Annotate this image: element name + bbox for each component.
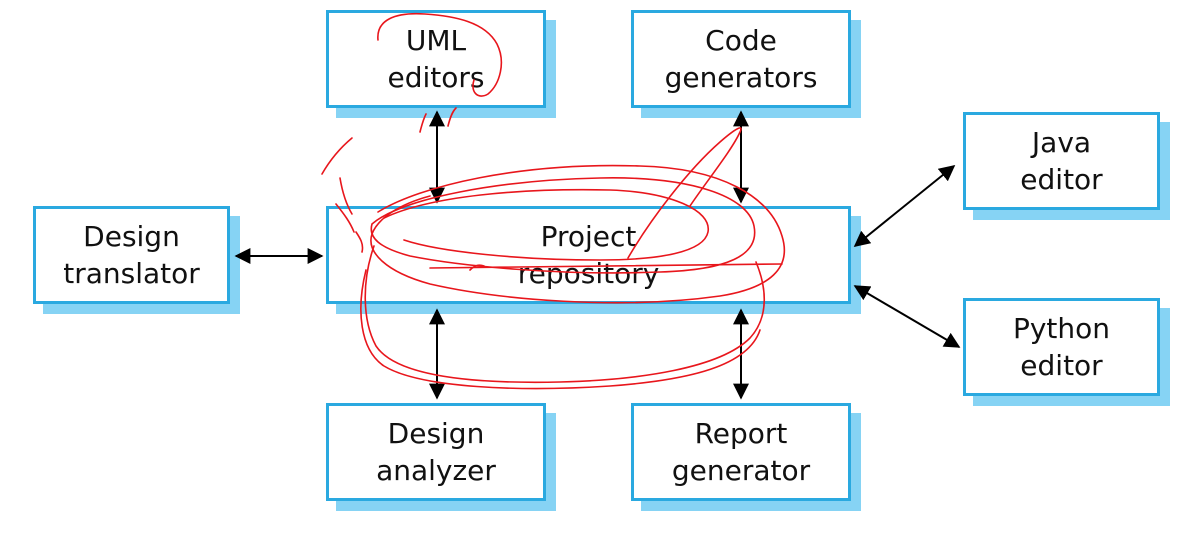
python-editor-label-line1: Python xyxy=(1012,312,1111,345)
design-analyzer-label-line2: analyzer xyxy=(376,454,496,487)
java-editor-label-line2: editor xyxy=(1020,163,1103,196)
annotation-scribble-uml-tick xyxy=(419,107,457,133)
project-repository-label-line1: Project xyxy=(540,220,637,253)
report-generator-box: Report generator xyxy=(631,403,851,501)
annotation-loop-lower xyxy=(364,245,766,384)
annotation-scribble-uml xyxy=(377,12,503,97)
annotation-underline xyxy=(429,263,783,269)
handwritten-annotation xyxy=(321,12,786,390)
uml-editors-label-line1: UML xyxy=(405,24,467,57)
python-editor-label-line2: editor xyxy=(1020,349,1103,382)
code-generators-label-line1: Code xyxy=(705,24,777,57)
annotation-stroke-code-generators xyxy=(627,127,742,259)
design-translator-label-line2: translator xyxy=(63,257,200,290)
java-editor-box: Java editor xyxy=(963,112,1160,210)
design-translator-box: Design translator xyxy=(33,206,230,304)
code-generators-label-line2: generators xyxy=(664,61,818,94)
annotation-scribble-left xyxy=(321,137,353,215)
edge-java-editor-repository xyxy=(853,164,956,248)
design-analyzer-label-line1: Design xyxy=(387,417,485,450)
java-editor-label-line1: Java xyxy=(1031,126,1092,159)
annotation-loop-middle xyxy=(370,177,756,274)
report-generator-label-line1: Report xyxy=(694,417,788,450)
annotation-small-hooks xyxy=(335,203,485,271)
edge-python-editor-repository xyxy=(853,285,961,348)
design-analyzer-box: Design analyzer xyxy=(326,403,546,501)
uml-editors-box: UML editors xyxy=(326,10,546,108)
design-translator-label-line1: Design xyxy=(83,220,180,253)
report-generator-label-line2: generator xyxy=(671,454,811,487)
python-editor-box: Python editor xyxy=(963,298,1160,396)
code-generators-box: Code generators xyxy=(631,10,851,108)
annotation-loop-outer xyxy=(370,164,786,304)
annotation-loop-inner xyxy=(383,188,709,261)
uml-editors-label-line2: editors xyxy=(387,61,485,94)
annotation-loop-bottom xyxy=(360,269,761,390)
